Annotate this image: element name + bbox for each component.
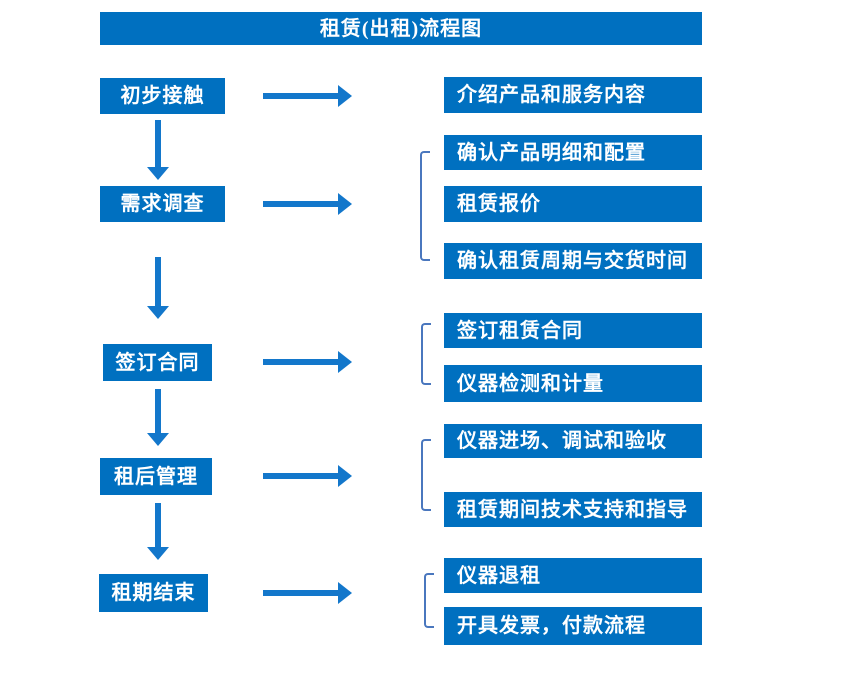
down-arrow-1 — [147, 120, 169, 180]
stage-box-post-rental-management: 租后管理 — [100, 458, 212, 495]
arrow-shaft — [155, 389, 161, 434]
arrow-shaft — [155, 120, 161, 168]
right-arrow-stage4 — [263, 465, 352, 487]
arrow-head-icon — [147, 547, 169, 560]
detail-box-sign-rental-contract: 签订租赁合同 — [444, 313, 702, 348]
arrow-shaft — [155, 503, 161, 548]
group-bracket-stage4 — [421, 439, 431, 511]
arrow-head-icon — [147, 433, 169, 446]
stage-box-sign-contract: 签订合同 — [103, 344, 212, 381]
group-bracket-stage3 — [421, 323, 431, 385]
stage-box-rental-end: 租期结束 — [99, 574, 208, 612]
right-arrow-stage5 — [263, 582, 352, 604]
detail-box-confirm-product-config: 确认产品明细和配置 — [444, 135, 702, 170]
arrow-shaft — [263, 473, 339, 479]
right-arrow-stage3 — [263, 351, 352, 373]
down-arrow-3 — [147, 389, 169, 446]
group-bracket-stage5 — [424, 573, 434, 628]
detail-box-instrument-test-calibration: 仪器检测和计量 — [444, 365, 702, 402]
group-bracket-stage2 — [420, 151, 430, 261]
right-arrow-stage1 — [263, 85, 352, 107]
arrow-head-icon — [338, 85, 352, 107]
detail-box-introduce-products: 介绍产品和服务内容 — [444, 77, 702, 113]
flowchart-title: 租赁(出租)流程图 — [100, 12, 702, 45]
arrow-head-icon — [338, 351, 352, 373]
detail-box-technical-support: 租赁期间技术支持和指导 — [444, 492, 702, 527]
arrow-head-icon — [338, 582, 352, 604]
arrow-shaft — [263, 359, 339, 365]
arrow-shaft — [263, 590, 339, 596]
arrow-shaft — [155, 257, 161, 307]
right-arrow-stage2 — [263, 193, 352, 215]
down-arrow-2 — [147, 257, 169, 319]
detail-box-instrument-setup-acceptance: 仪器进场、调试和验收 — [444, 424, 702, 458]
arrow-shaft — [263, 93, 339, 99]
detail-box-instrument-return: 仪器退租 — [444, 558, 702, 593]
down-arrow-4 — [147, 503, 169, 560]
detail-box-rental-quote: 租赁报价 — [444, 186, 702, 222]
detail-box-invoice-payment: 开具发票，付款流程 — [444, 607, 702, 645]
arrow-head-icon — [338, 465, 352, 487]
arrow-head-icon — [147, 167, 169, 180]
arrow-shaft — [263, 201, 339, 207]
detail-box-confirm-period-delivery: 确认租赁周期与交货时间 — [444, 243, 702, 279]
arrow-head-icon — [147, 306, 169, 319]
stage-box-initial-contact: 初步接触 — [100, 78, 225, 114]
stage-box-requirement-survey: 需求调查 — [100, 186, 225, 222]
arrow-head-icon — [338, 193, 352, 215]
